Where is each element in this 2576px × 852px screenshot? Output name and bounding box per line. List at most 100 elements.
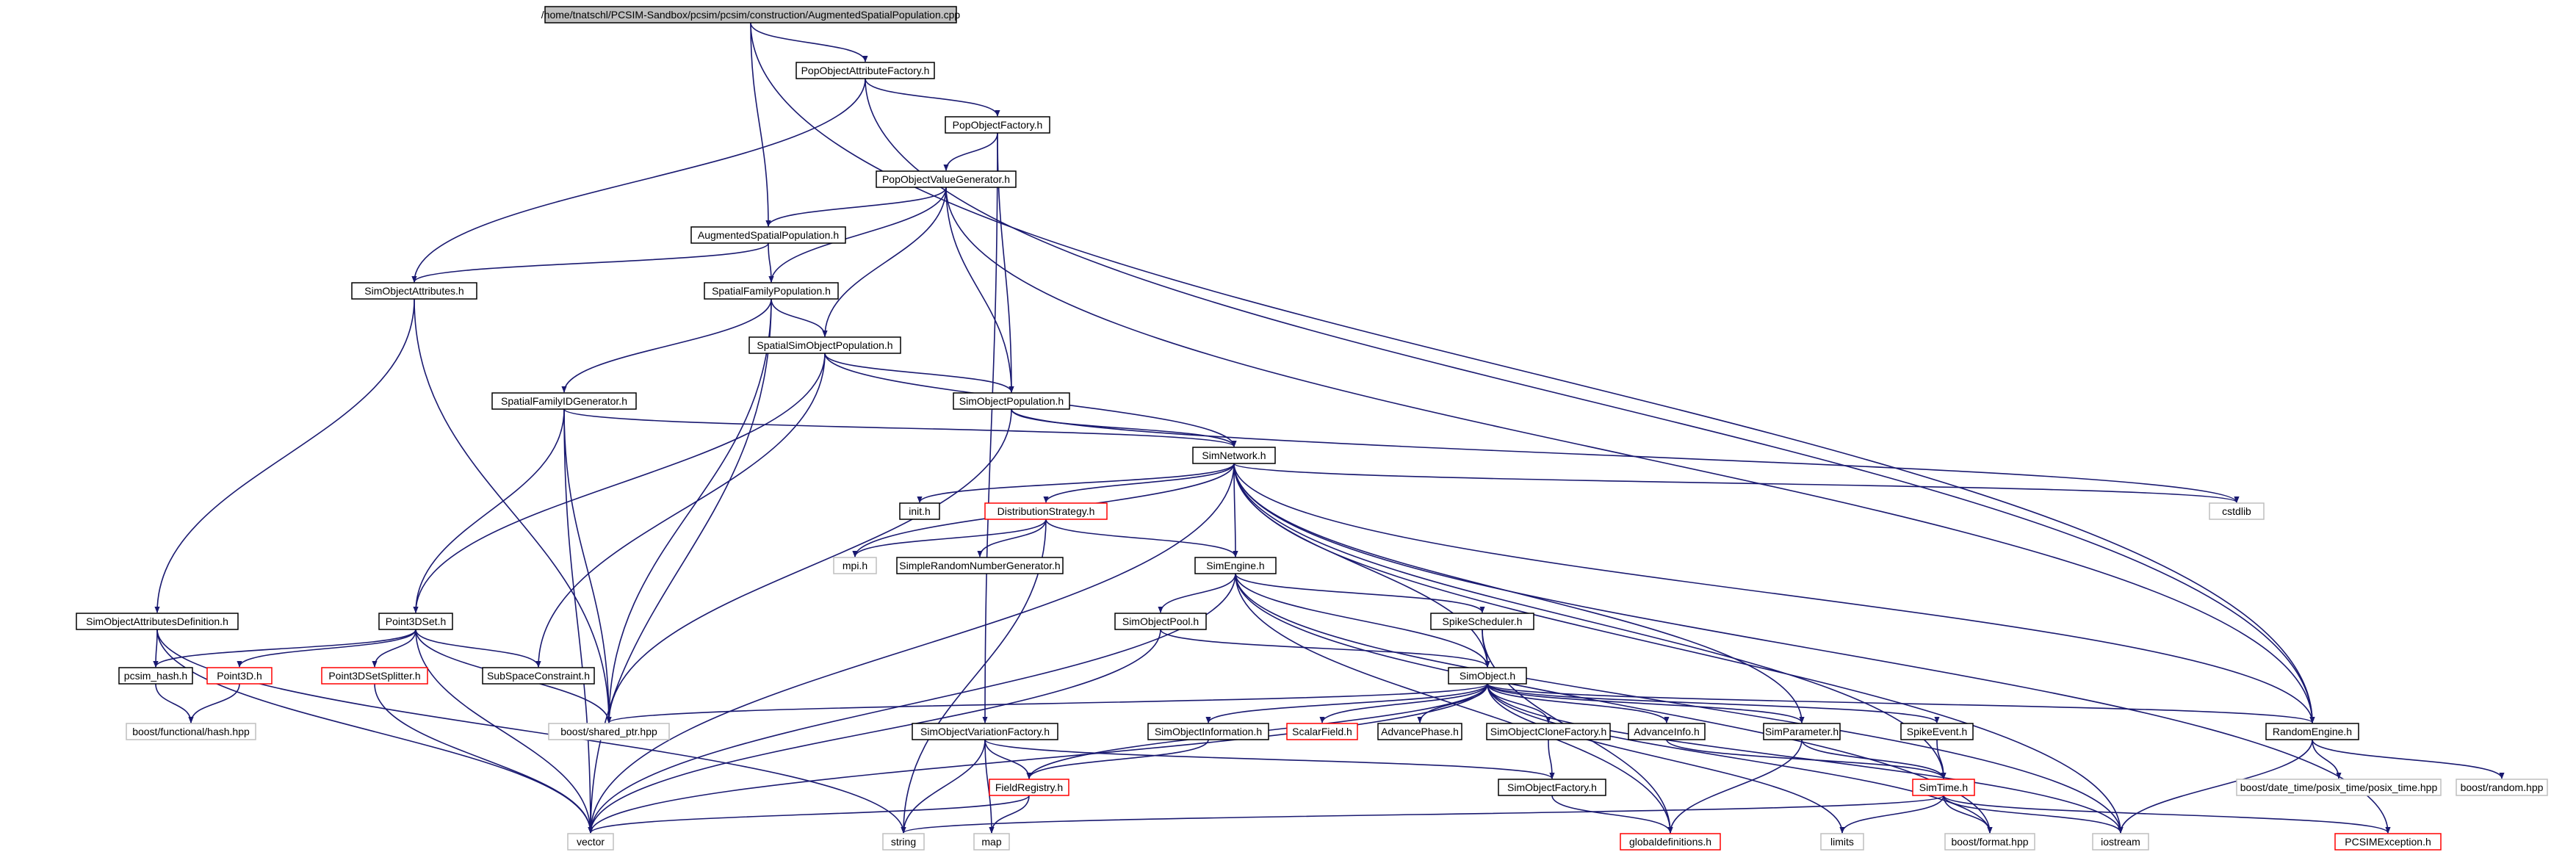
node-asp[interactable]: AugmentedSpatialPopulation.h (690, 226, 846, 244)
node-box-sopool[interactable] (1114, 613, 1207, 630)
node-box-limits[interactable] (1820, 833, 1864, 851)
node-brand[interactable]: boost/random.hpp (2456, 779, 2548, 796)
node-bsp[interactable]: boost/shared_ptr.hpp (548, 723, 670, 740)
node-box-map[interactable] (973, 833, 1010, 851)
node-box-bformat[interactable] (1944, 833, 2035, 851)
node-sofac[interactable]: SimObjectFactory.h (1498, 779, 1606, 796)
node-ap[interactable]: AdvancePhase.h (1377, 723, 1462, 740)
node-box-sev[interactable] (1900, 723, 1974, 740)
node-box-ssc[interactable] (482, 667, 595, 685)
node-box-sop[interactable] (953, 392, 1070, 410)
node-sev[interactable]: SpikeEvent.h (1900, 723, 1974, 740)
node-st[interactable]: SimTime.h (1912, 779, 1975, 796)
node-p3dss[interactable]: Point3DSetSplitter.h (321, 667, 428, 685)
node-limits[interactable]: limits (1820, 833, 1864, 851)
node-box-ap[interactable] (1377, 723, 1462, 740)
node-sfig[interactable]: SpatialFamilyIDGenerator.h (491, 392, 637, 410)
node-sp[interactable]: SimParameter.h (1763, 723, 1841, 740)
node-string[interactable]: string (882, 833, 925, 851)
node-soa[interactable]: SimObjectAttributes.h (351, 282, 477, 300)
node-sfp[interactable]: SpatialFamilyPopulation.h (704, 282, 839, 300)
node-ssc[interactable]: SubSpaceConstraint.h (482, 667, 595, 685)
node-box-sp[interactable] (1763, 723, 1841, 740)
node-box-p3dss[interactable] (321, 667, 428, 685)
node-soi[interactable]: SimObjectInformation.h (1147, 723, 1269, 740)
node-box-srng[interactable] (896, 557, 1064, 574)
node-box-sofac[interactable] (1498, 779, 1606, 796)
node-sovf[interactable]: SimObjectVariationFactory.h (912, 723, 1058, 740)
node-box-asp[interactable] (690, 226, 846, 244)
node-paf[interactable]: PopObjectAttributeFactory.h (795, 62, 935, 79)
node-box-brand[interactable] (2456, 779, 2548, 796)
node-sf[interactable]: ScalarField.h (1286, 723, 1358, 740)
node-so[interactable]: SimObject.h (1448, 667, 1527, 685)
node-box-ds[interactable] (984, 502, 1108, 520)
node-map[interactable]: map (973, 833, 1010, 851)
node-box-p3ds[interactable] (378, 613, 453, 630)
node-pof[interactable]: PopObjectFactory.h (945, 116, 1050, 134)
node-bfh[interactable]: boost/functional/hash.hpp (126, 723, 256, 740)
node-box-pcsimexc[interactable] (2334, 833, 2442, 851)
node-box-bdt[interactable] (2236, 779, 2442, 796)
node-ds[interactable]: DistributionStrategy.h (984, 502, 1108, 520)
node-socf[interactable]: SimObjectCloneFactory.h (1486, 723, 1611, 740)
node-sn[interactable]: SimNetwork.h (1192, 447, 1276, 464)
node-box-string[interactable] (882, 833, 925, 851)
node-pcsimhash[interactable]: pcsim_hash.h (118, 667, 193, 685)
node-inth[interactable]: init.h (899, 502, 940, 520)
node-fr[interactable]: FieldRegistry.h (989, 779, 1069, 796)
node-root[interactable]: /home/tnatschl/PCSIM-Sandbox/pcsim/pcsim… (541, 6, 961, 24)
node-box-sf[interactable] (1286, 723, 1358, 740)
node-pcsimexc[interactable]: PCSIMException.h (2334, 833, 2442, 851)
node-box-p3d[interactable] (206, 667, 273, 685)
node-box-ss[interactable] (1430, 613, 1534, 630)
node-re[interactable]: RandomEngine.h (2265, 723, 2359, 740)
node-box-st[interactable] (1912, 779, 1975, 796)
node-box-sfp[interactable] (704, 282, 839, 300)
node-box-mpi[interactable] (833, 557, 877, 574)
node-srng[interactable]: SimpleRandomNumberGenerator.h (896, 557, 1064, 574)
node-box-soad[interactable] (76, 613, 239, 630)
node-box-sn[interactable] (1192, 447, 1276, 464)
node-vector[interactable]: vector (567, 833, 614, 851)
node-povg[interactable]: PopObjectValueGenerator.h (876, 170, 1017, 188)
node-box-se[interactable] (1194, 557, 1277, 574)
node-box-fr[interactable] (989, 779, 1069, 796)
node-box-gd[interactable] (1620, 833, 1721, 851)
node-box-so[interactable] (1448, 667, 1527, 685)
node-box-cstdlib[interactable] (2209, 502, 2265, 520)
node-ai[interactable]: AdvanceInfo.h (1628, 723, 1706, 740)
node-mpi[interactable]: mpi.h (833, 557, 877, 574)
node-box-sovf[interactable] (912, 723, 1058, 740)
node-box-sfig[interactable] (491, 392, 637, 410)
node-ssop[interactable]: SpatialSimObjectPopulation.h (748, 336, 901, 354)
node-gd[interactable]: globaldefinitions.h (1620, 833, 1721, 851)
node-ss[interactable]: SpikeScheduler.h (1430, 613, 1534, 630)
node-box-paf[interactable] (795, 62, 935, 79)
node-box-vector[interactable] (567, 833, 614, 851)
node-box-iostream[interactable] (2092, 833, 2149, 851)
node-box-soi[interactable] (1147, 723, 1269, 740)
node-cstdlib[interactable]: cstdlib (2209, 502, 2265, 520)
node-box-bfh[interactable] (126, 723, 256, 740)
node-box-re[interactable] (2265, 723, 2359, 740)
node-p3ds[interactable]: Point3DSet.h (378, 613, 453, 630)
node-sop[interactable]: SimObjectPopulation.h (953, 392, 1070, 410)
node-sopool[interactable]: SimObjectPool.h (1114, 613, 1207, 630)
node-iostream[interactable]: iostream (2092, 833, 2149, 851)
node-box-povg[interactable] (876, 170, 1017, 188)
node-box-ai[interactable] (1628, 723, 1706, 740)
node-box-soa[interactable] (351, 282, 477, 300)
node-box-ssop[interactable] (748, 336, 901, 354)
node-box-root[interactable] (544, 6, 957, 24)
node-box-socf[interactable] (1486, 723, 1611, 740)
node-bformat[interactable]: boost/format.hpp (1944, 833, 2035, 851)
node-soad[interactable]: SimObjectAttributesDefinition.h (76, 613, 239, 630)
node-bdt[interactable]: boost/date_time/posix_time/posix_time.hp… (2236, 779, 2442, 796)
node-box-bsp[interactable] (548, 723, 670, 740)
node-box-inth[interactable] (899, 502, 940, 520)
node-se[interactable]: SimEngine.h (1194, 557, 1277, 574)
node-box-pof[interactable] (945, 116, 1050, 134)
node-box-pcsimhash[interactable] (118, 667, 193, 685)
node-p3d[interactable]: Point3D.h (206, 667, 273, 685)
